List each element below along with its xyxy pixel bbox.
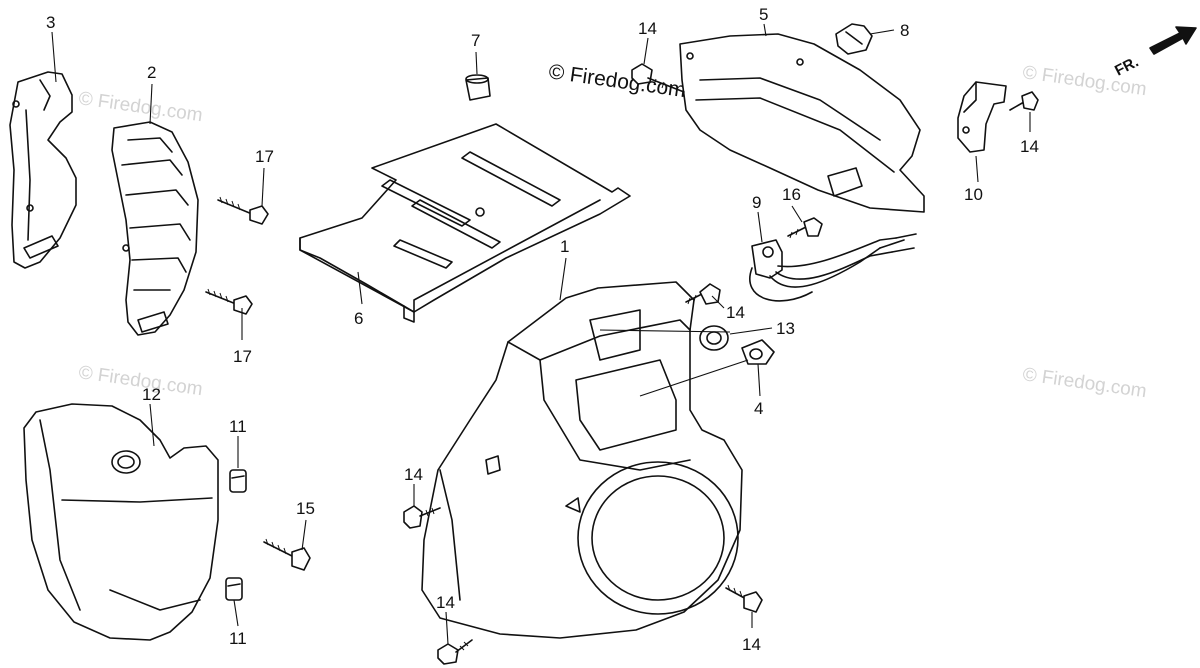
front-direction-indicator: FR. bbox=[1112, 26, 1197, 80]
leader-lines bbox=[51, 23, 1031, 645]
callout-17-upper: 17 bbox=[255, 147, 274, 166]
callout-3: 3 bbox=[46, 13, 55, 32]
callout-14-left: 14 bbox=[404, 465, 423, 484]
part-1-fan-housing bbox=[421, 281, 743, 639]
callout-15: 15 bbox=[296, 499, 315, 518]
part-9-switch bbox=[749, 233, 917, 302]
callout-14-bottom-left: 14 bbox=[436, 593, 455, 612]
part-13-grommet bbox=[699, 325, 729, 351]
callout-14-mid: 14 bbox=[726, 303, 745, 322]
part-4-grommet bbox=[741, 339, 775, 365]
callout-9: 9 bbox=[752, 193, 761, 212]
part-14-bolt bbox=[631, 63, 685, 93]
callout-5: 5 bbox=[759, 5, 768, 24]
part-11-nut bbox=[229, 469, 247, 493]
part-6-plate bbox=[299, 123, 631, 323]
callout-2: 2 bbox=[147, 63, 156, 82]
callout-14-bottom-right: 14 bbox=[742, 635, 761, 654]
part-14-bolt bbox=[725, 584, 763, 613]
part-10-bracket bbox=[957, 81, 1007, 153]
callout-6: 6 bbox=[354, 309, 363, 328]
callout-1: 1 bbox=[560, 237, 569, 256]
callout-12: 12 bbox=[142, 385, 161, 404]
part-14-bolt bbox=[1009, 91, 1039, 111]
callout-14-top: 14 bbox=[638, 19, 657, 38]
front-arrow-icon bbox=[1149, 26, 1197, 55]
part-16-bolt bbox=[787, 217, 823, 239]
part-11-nut bbox=[225, 577, 243, 601]
part-17-bolt bbox=[217, 196, 269, 225]
callout-10: 10 bbox=[964, 185, 983, 204]
part-15-bolt bbox=[263, 538, 311, 571]
watermark: © Firedog.com bbox=[77, 362, 204, 400]
watermark-dark: © Firedog.com bbox=[547, 60, 687, 102]
callout-4: 4 bbox=[754, 399, 763, 418]
part-8-clip bbox=[835, 23, 873, 55]
callout-14-right: 14 bbox=[1020, 137, 1039, 156]
watermark: © Firedog.com bbox=[77, 88, 204, 126]
part-14-bolt bbox=[403, 505, 441, 529]
watermark: © Firedog.com bbox=[1021, 364, 1148, 402]
part-14-bolt bbox=[437, 639, 473, 665]
callout-13: 13 bbox=[776, 319, 795, 338]
callout-7: 7 bbox=[471, 31, 480, 50]
part-3-shroud-piece bbox=[9, 71, 77, 269]
part-17-bolt bbox=[205, 288, 253, 315]
part-5-cover-plate bbox=[679, 33, 925, 213]
part-2-shroud-piece bbox=[111, 121, 199, 336]
callout-16: 16 bbox=[782, 185, 801, 204]
callout-11-lower: 11 bbox=[229, 629, 247, 648]
part-12-cover bbox=[23, 403, 219, 641]
part-7-grommet bbox=[465, 74, 491, 101]
callout-8: 8 bbox=[900, 21, 909, 40]
callout-17-lower: 17 bbox=[233, 347, 252, 366]
callout-11-upper: 11 bbox=[229, 417, 247, 436]
